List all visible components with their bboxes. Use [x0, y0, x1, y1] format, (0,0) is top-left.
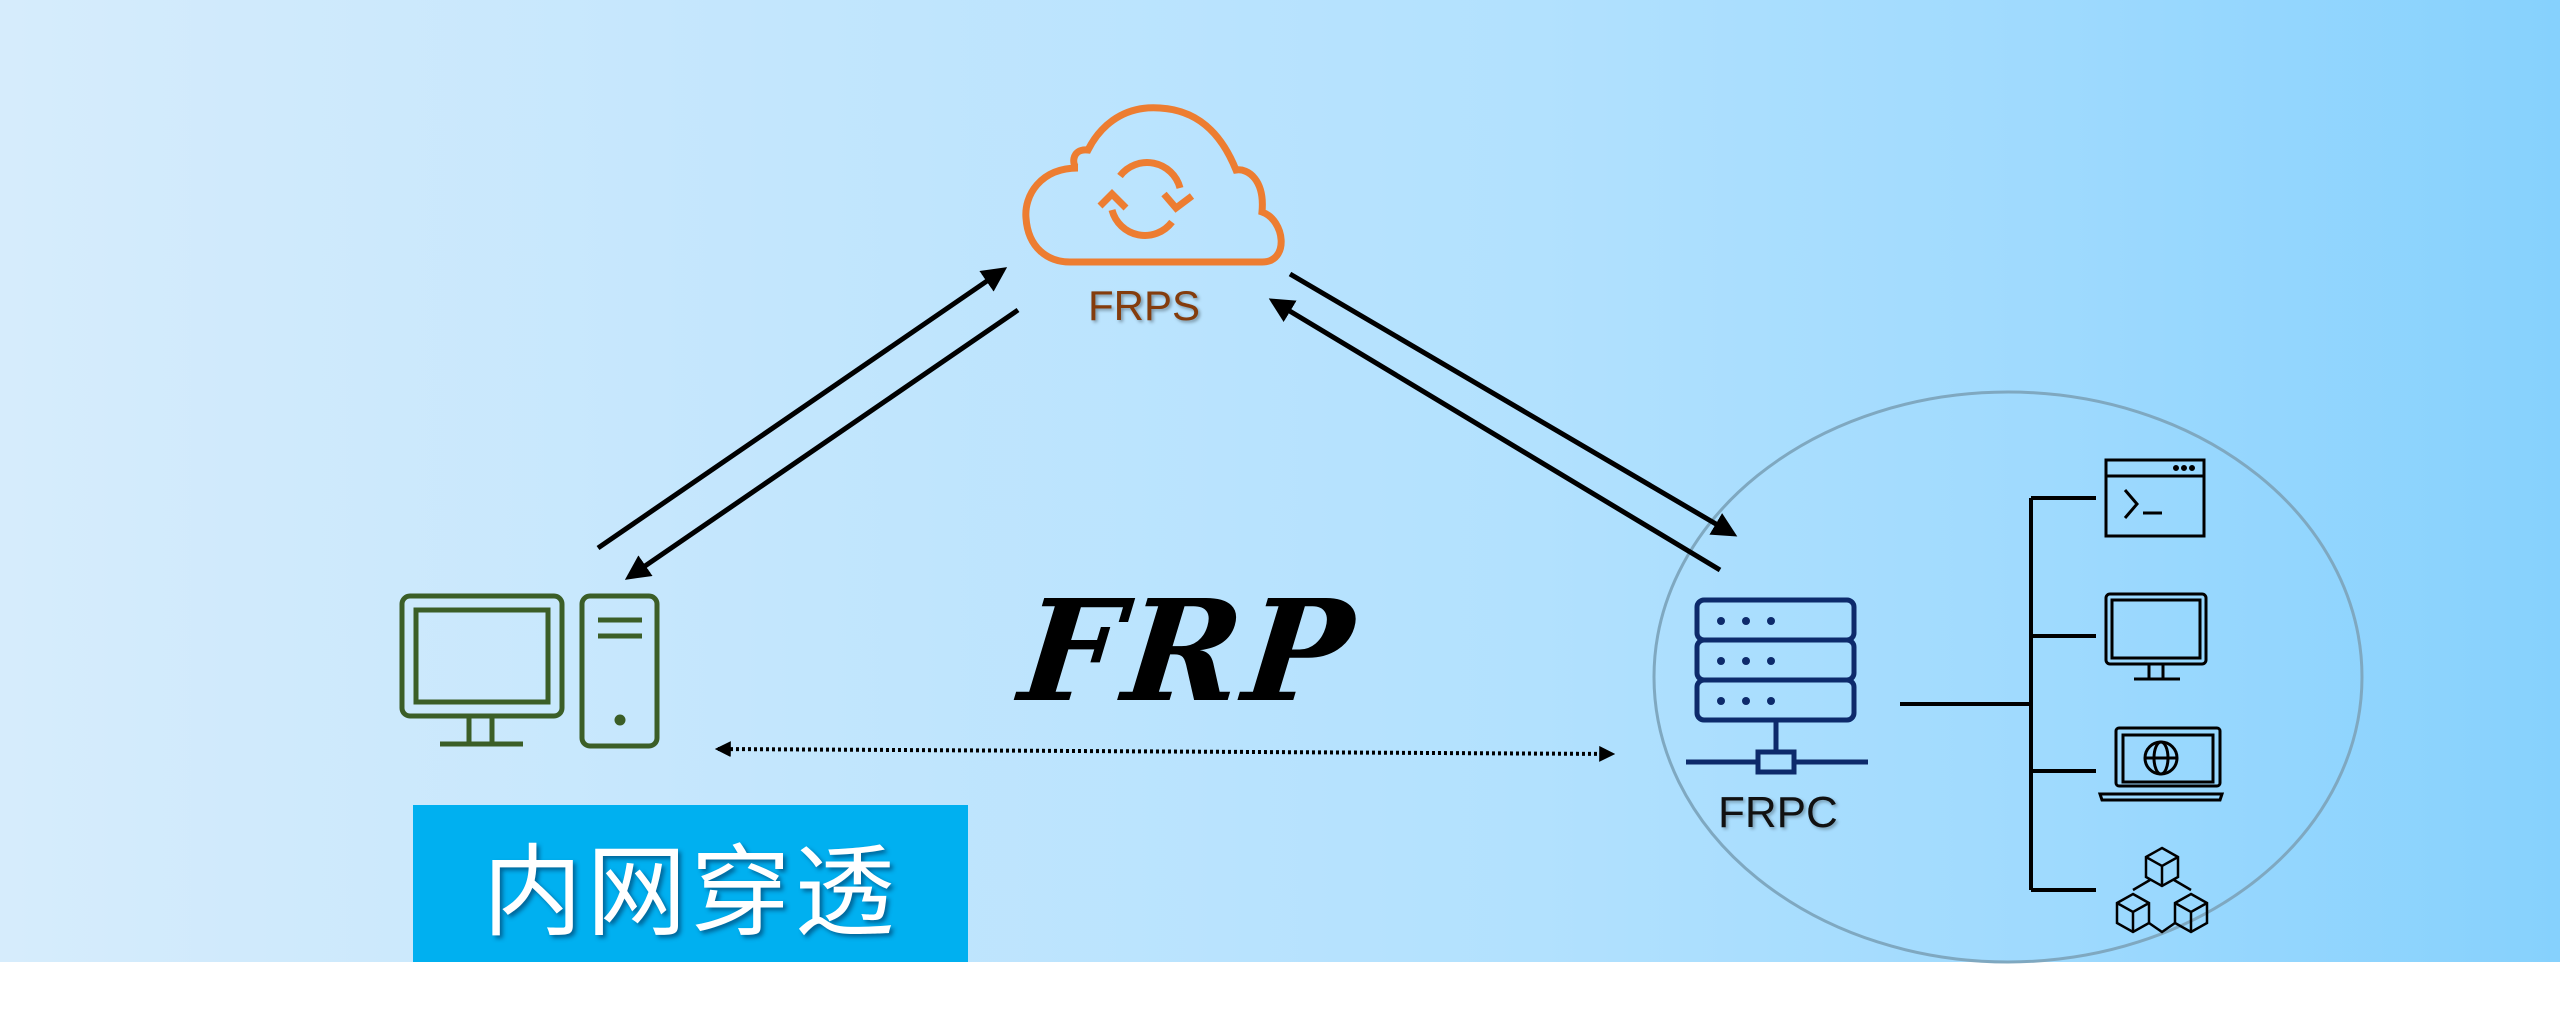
laptop-globe-icon [2097, 726, 2225, 802]
monitor-icon [2104, 592, 2208, 681]
title-badge: 内网穿透 [413, 805, 968, 962]
arrow-frps-to-frpc [1288, 271, 1738, 537]
frp-title: FRP [1013, 570, 1364, 734]
server-rack-icon [1686, 597, 1868, 775]
background-banner [0, 0, 2560, 962]
desktop-computer-icon [399, 593, 660, 749]
service-tree-connector [1900, 496, 2096, 892]
intranet-boundary [1652, 390, 2364, 964]
arrow-frps-to-local [624, 307, 1020, 580]
terminal-window-icon [2104, 458, 2206, 538]
arrow-frpc-to-frps [1268, 298, 1722, 573]
frps-label: FRPS [1088, 282, 1201, 329]
arrow-p2p-dotted [714, 741, 1616, 762]
frpc-label: FRPC [1718, 788, 1838, 837]
arrow-local-to-frps [596, 267, 1008, 551]
cloud-sync-icon [1022, 104, 1285, 266]
title-badge-text: 内网穿透 [482, 834, 899, 951]
cubes-cluster-icon [2115, 846, 2209, 934]
